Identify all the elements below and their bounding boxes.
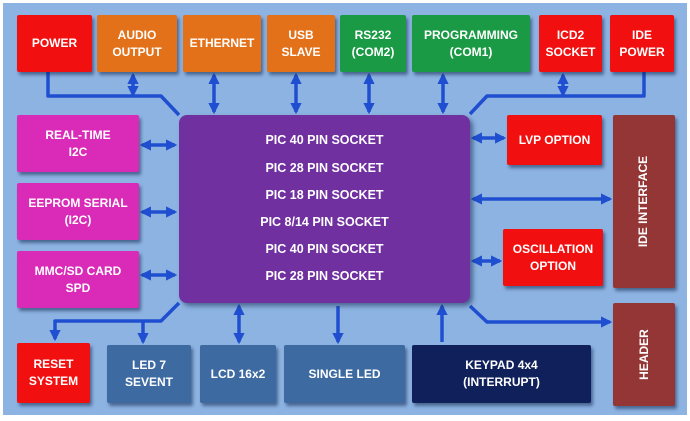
ethernet-block: ETHERNET (183, 15, 261, 72)
ethernet-label: ETHERNET (189, 36, 255, 50)
oscillation-option-block: OSCILLATION OPTION (503, 229, 603, 286)
header-arrow (468, 304, 613, 328)
icd2-label-line2: SOCKET (545, 44, 596, 59)
rs232-label-line1: RS232 (354, 27, 392, 42)
header-label: HEADER (636, 329, 651, 380)
reset-system-block: RESET SYSTEM (17, 343, 90, 403)
lvp-option-block: LVP OPTION (507, 115, 602, 165)
socket-pic40-2: PIC 40 PIN SOCKET (265, 242, 384, 256)
programming-block: PROGRAMMING (COM1) (412, 15, 530, 72)
socket-pic18: PIC 18 PIN SOCKET (265, 188, 384, 202)
usb-label-line2: SLAVE (281, 44, 321, 59)
ide-power-label-line2: POWER (619, 44, 665, 59)
keypad-label-line2: (INTERRUPT) (463, 375, 540, 389)
usb-label-line1: USB (288, 27, 314, 42)
rs232-block: RS232 (COM2) (340, 15, 406, 72)
ide-interface-label: IDE INTERFACE (636, 155, 651, 248)
socket-pic8-14: PIC 8/14 PIN SOCKET (260, 215, 389, 229)
mmc-sd-card-block: MMC/SD CARD SPD (17, 251, 139, 308)
icd2-socket-block: ICD2 SOCKET (539, 15, 602, 72)
eeprom-serial-block: EEPROM SERIAL (I2C) (17, 183, 139, 240)
power-arrow (46, 72, 181, 117)
reset-label-line1: RESET (33, 357, 74, 371)
led7-label-line2: SEVENT (124, 375, 173, 389)
programming-label-line1: PROGRAMMING (424, 27, 518, 42)
audio-label-line1: AUDIO (117, 27, 157, 42)
ide-interface-block: IDE INTERFACE (613, 115, 675, 288)
socket-pic28-1: PIC 28 PIN SOCKET (265, 161, 384, 175)
lvp-label: LVP OPTION (518, 132, 591, 147)
rtc-label-line2: I2C (68, 144, 88, 159)
power-block: POWER (17, 15, 92, 72)
socket-pic28-2: PIC 28 PIN SOCKET (265, 269, 384, 283)
ide-power-label-line1: IDE (631, 27, 652, 42)
single-led-label: SINGLE LED (308, 366, 381, 381)
connection-arrows (46, 72, 646, 345)
reset-arrow (49, 301, 181, 342)
oscillation-label-line2: OPTION (529, 258, 576, 273)
single-led-block: SINGLE LED (284, 345, 405, 403)
real-time-clock-block: REAL-TIME I2C (17, 115, 139, 172)
audio-label-line2: OUTPUT (112, 44, 162, 59)
audio-output-block: AUDIO OUTPUT (97, 15, 177, 72)
power-label: POWER (31, 36, 78, 50)
keypad-block: KEYPAD 4x4 (INTERRUPT) (412, 345, 591, 403)
rtc-label-line1: REAL-TIME (45, 127, 111, 142)
reset-label-line2: SYSTEM (28, 374, 79, 388)
mmc-label-line1: MMC/SD CARD (34, 263, 122, 278)
lcd-label: LCD 16x2 (210, 366, 266, 381)
rs232-label-line2: (COM2) (351, 44, 395, 59)
led7-label-line1: LED 7 (131, 358, 166, 372)
usb-slave-block: USB SLAVE (267, 15, 335, 72)
socket-pic40-1: PIC 40 PIN SOCKET (265, 133, 384, 147)
icd2-label-line1: ICD2 (556, 27, 585, 42)
programming-label-line2: (COM1) (449, 44, 493, 59)
eeprom-label-line1: EEPROM SERIAL (28, 195, 128, 210)
eeprom-label-line2: (I2C) (64, 212, 92, 227)
pic-socket-block: PIC 40 PIN SOCKET PIC 28 PIN SOCKET PIC … (179, 115, 470, 303)
keypad-label-line1: KEYPAD 4x4 (465, 358, 538, 372)
header-block: HEADER (613, 303, 675, 406)
led7-segment-block: LED 7 SEVENT (107, 345, 191, 403)
ide-power-arrow (468, 72, 646, 116)
mmc-label-line2: SPD (65, 280, 91, 295)
ide-power-block: IDE POWER (610, 15, 674, 72)
lcd-16x2-block: LCD 16x2 (200, 345, 276, 403)
oscillation-label-line1: OSCILLATION (512, 241, 594, 256)
